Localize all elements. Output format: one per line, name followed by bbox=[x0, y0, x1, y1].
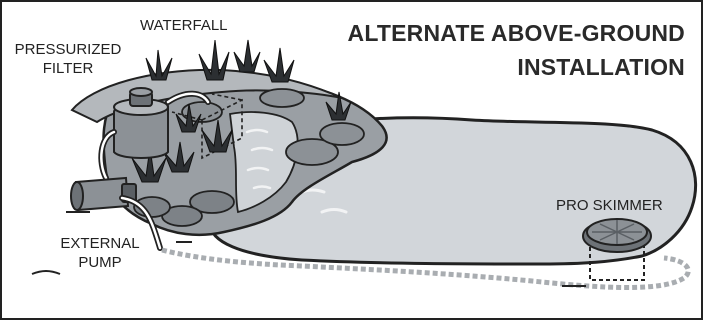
label-pressurized-filter-line-2: FILTER bbox=[12, 59, 124, 78]
label-external-pump-line-2: PUMP bbox=[52, 253, 148, 272]
label-pressurized-filter: PRESSURIZED FILTER bbox=[12, 40, 124, 78]
label-pro-skimmer: PRO SKIMMER bbox=[556, 196, 663, 215]
title-line-1: ALTERNATE ABOVE-GROUND bbox=[265, 16, 685, 50]
label-external-pump: EXTERNAL PUMP bbox=[52, 234, 148, 272]
external-pump bbox=[71, 178, 136, 210]
diagram-title: ALTERNATE ABOVE-GROUND INSTALLATION bbox=[265, 16, 685, 84]
label-external-pump-line-1: EXTERNAL bbox=[52, 234, 148, 253]
label-waterfall: WATERFALL bbox=[140, 16, 228, 35]
label-pressurized-filter-line-1: PRESSURIZED bbox=[12, 40, 124, 59]
title-line-2: INSTALLATION bbox=[265, 50, 685, 84]
